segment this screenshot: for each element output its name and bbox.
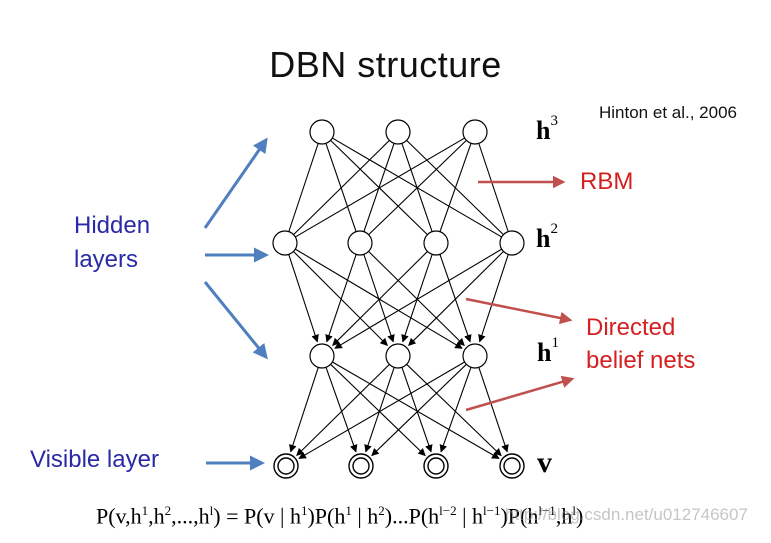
layer-label-v: v <box>537 446 552 479</box>
directed-edges <box>288 248 509 459</box>
visible-node-inner-1 <box>352 457 370 475</box>
red-arrow-directed-upper <box>465 297 573 325</box>
directed-edge-h1-1-v-1 <box>364 367 395 453</box>
directed-belief-nets-line1: Directed <box>586 314 676 341</box>
layer-h3-index: 3 <box>550 113 558 130</box>
network-nodes <box>272 119 525 479</box>
visible-layer-label: Visible layer <box>30 446 159 473</box>
red-arrow-directed-lower <box>465 375 575 412</box>
directed-edge-h2-2-h1-2 <box>439 254 472 343</box>
hidden-layer-arrows <box>203 137 269 471</box>
node-h2-1 <box>347 230 373 256</box>
directed-edge-h1-1-v-2 <box>401 367 433 453</box>
node-h3-2 <box>462 119 488 145</box>
directed-edge-h2-1-h1-1 <box>363 254 395 343</box>
rbm-edge-h3-2-h2-0 <box>295 137 465 238</box>
rbm-label: RBM <box>580 168 634 195</box>
directed-edge-h2-3-h1-0 <box>334 248 502 349</box>
directed-edge-h1-2-v-3 <box>478 367 509 453</box>
layer-h3-name: h <box>536 116 551 145</box>
directed-edge-h2-3-h1-1 <box>408 251 504 346</box>
layer-h2-name: h <box>536 224 551 253</box>
directed-edge-h1-0-v-1 <box>325 367 358 453</box>
visible-node-2 <box>423 453 449 479</box>
directed-edge-h1-2-v-0 <box>298 361 465 459</box>
directed-edge-h2-2-h1-1 <box>401 254 433 343</box>
directed-belief-nets-line2: belief nets <box>586 347 696 374</box>
node-h3-1 <box>385 119 411 145</box>
layer-label-h1: h1 <box>537 335 559 368</box>
directed-edge-h1-2-v-1 <box>371 363 467 457</box>
slide-title: DBN structure <box>269 44 502 85</box>
directed-edge-h2-2-h1-0 <box>332 251 428 346</box>
node-h2-2 <box>423 230 449 256</box>
node-h1-1 <box>385 343 411 369</box>
citation: Hinton et al., 2006 <box>599 103 737 122</box>
visible-node-inner-3 <box>503 457 521 475</box>
layer-label-h2: h2 <box>536 221 558 254</box>
layer-h1-name: h <box>537 338 552 367</box>
directed-edge-h1-0-v-3 <box>332 361 500 459</box>
directed-edge-h1-0-v-0 <box>289 367 319 453</box>
directed-edge-h1-1-v-0 <box>296 364 390 457</box>
node-h3-0 <box>309 119 335 145</box>
layer-h2-index: 2 <box>550 221 558 238</box>
visible-node-3 <box>499 453 525 479</box>
blue-arrow-to-h1 <box>203 281 268 360</box>
node-h1-0 <box>309 343 335 369</box>
directed-edge-h1-1-v-3 <box>406 363 502 457</box>
directed-edge-h2-1-h1-0 <box>325 254 357 343</box>
watermark-url: http://blog.csdn.net/u012746607 <box>505 505 748 524</box>
rbm-edge-h3-2-h2-1 <box>368 139 467 236</box>
node-h2-0 <box>272 230 298 256</box>
rbm-edge-h3-0-h2-0 <box>288 143 319 232</box>
layer-h1-index: 1 <box>551 335 559 352</box>
blue-arrow-to-h3 <box>203 137 268 229</box>
directed-edge-h1-0-v-2 <box>330 363 426 457</box>
node-h2-3 <box>499 230 525 256</box>
layer-label-h3: h3 <box>536 113 558 146</box>
rbm-edge-h3-2-h2-2 <box>439 143 472 232</box>
directed-edge-h2-0-h1-0 <box>288 254 319 343</box>
hidden-layers-label-line2: layers <box>74 246 139 273</box>
rbm-edge-h3-2-h2-3 <box>478 143 509 232</box>
hidden-layers-label-line1: Hidden <box>74 212 151 239</box>
visible-node-1 <box>348 453 374 479</box>
visible-node-0 <box>273 453 299 479</box>
joint-probability-formula: P(v,h1,h2,...,hl) = P(v | h1)P(h1 | h2).… <box>96 503 584 529</box>
rbm-edge-h3-1-h2-0 <box>293 140 390 235</box>
node-h1-2 <box>462 343 488 369</box>
rbm-undirected-edges <box>288 137 509 238</box>
directed-edge-h2-1-h1-2 <box>368 251 465 347</box>
directed-edge-h2-3-h1-2 <box>478 254 509 343</box>
directed-edge-h1-2-v-2 <box>439 367 472 453</box>
directed-edge-h2-0-h1-1 <box>293 251 388 346</box>
visible-node-inner-2 <box>427 457 445 475</box>
visible-node-inner-0 <box>277 457 295 475</box>
annotation-arrows <box>465 175 575 412</box>
